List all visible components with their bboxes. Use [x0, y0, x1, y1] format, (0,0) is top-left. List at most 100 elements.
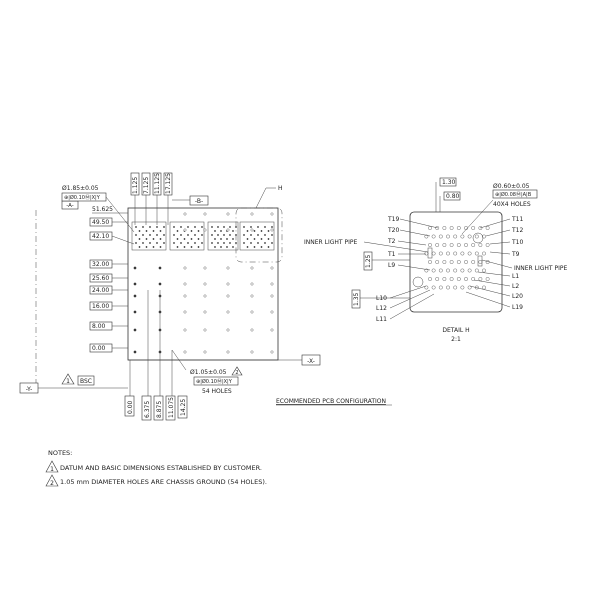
top-hole-fcf: ⊕|Ø0.10Ⓜ|X|Y	[64, 194, 101, 201]
pin	[264, 242, 266, 244]
detail-pin	[438, 285, 443, 290]
chassis-hole	[226, 266, 230, 270]
pin	[149, 242, 151, 244]
chassis-hole	[226, 328, 230, 332]
pin	[152, 238, 155, 240]
note-flag-2: 2	[235, 370, 238, 376]
left-lower-dimensions: 32.00 25.60 24.00 16.00 8.00 0.00	[89, 259, 128, 353]
label-t20: T20	[387, 227, 399, 234]
left-dim-4950: 49.50	[92, 219, 109, 226]
pin	[229, 226, 231, 228]
datum-b-box	[189, 195, 209, 206]
pin	[250, 226, 252, 228]
pin	[264, 234, 266, 236]
pin	[214, 230, 216, 232]
note-flag-2-triangle	[231, 366, 243, 376]
pin	[194, 234, 196, 236]
pin	[145, 230, 148, 232]
detail-pin	[446, 251, 450, 256]
pin	[217, 226, 219, 228]
pin	[211, 234, 213, 236]
pin	[173, 234, 175, 236]
detail-pin	[474, 234, 479, 239]
detail-pin	[442, 226, 447, 230]
pin	[229, 242, 231, 244]
connector-footprint-4	[239, 221, 275, 251]
detail-pin	[460, 234, 465, 239]
left-dim-000: 0.00	[92, 345, 106, 352]
detail-pin	[442, 277, 447, 281]
detail-pin	[442, 243, 447, 247]
detail-pin	[449, 243, 454, 247]
chassis-hole	[203, 310, 207, 314]
pin	[226, 238, 228, 240]
pin	[229, 234, 231, 236]
label-l19: L19	[512, 304, 523, 311]
chassis-hole	[270, 212, 274, 216]
chassis-hole	[158, 266, 162, 270]
top-hole-leader	[105, 196, 135, 233]
label-l10: L10	[376, 295, 387, 302]
chassis-hole	[133, 294, 137, 298]
detail-pin	[471, 243, 476, 247]
label-t10: T10	[511, 239, 523, 246]
pin	[190, 238, 193, 240]
chassis-hole	[270, 310, 274, 314]
detail-pin	[453, 251, 458, 256]
left-dim-2560: 25.60	[92, 275, 109, 282]
pin	[159, 230, 162, 232]
label-l1: L1	[512, 273, 519, 280]
bottom-dimensions: 0.00 6.375 8.875 11.075 14.25	[124, 290, 188, 421]
detail-pin	[485, 277, 490, 281]
pin	[253, 230, 256, 232]
chassis-hole	[250, 294, 254, 298]
pin	[253, 238, 256, 240]
detail-pin-array	[424, 226, 490, 290]
pin	[257, 226, 259, 228]
detail-pin	[438, 251, 443, 256]
chassis-hole	[133, 328, 137, 332]
detail-light-pipe-hole	[412, 276, 424, 288]
left-dim-1600: 16.00	[92, 303, 109, 310]
pin	[194, 226, 196, 228]
detail-h-reference: H	[278, 185, 283, 192]
note-1-triangle	[45, 460, 59, 473]
pin	[267, 230, 270, 232]
pin	[267, 246, 270, 248]
pcb-caption: ECOMMENDED PCB CONFIGURATION	[276, 398, 386, 405]
bsc-box	[77, 375, 95, 386]
pin	[145, 238, 148, 240]
chassis-hole	[250, 328, 254, 332]
label-t2: T2	[387, 238, 396, 245]
pin	[223, 242, 225, 244]
pin	[243, 234, 245, 236]
pin	[163, 242, 165, 244]
label-t19: T19	[387, 216, 399, 223]
pin	[226, 246, 228, 248]
pin	[246, 230, 249, 232]
chassis-hole	[203, 328, 207, 332]
top-dim-1: 1.125	[132, 177, 139, 194]
chassis-hole	[203, 212, 207, 216]
detail-pin	[438, 234, 443, 239]
pin	[257, 242, 259, 244]
pin	[271, 242, 273, 244]
detail-pin	[453, 268, 458, 273]
pin	[250, 234, 252, 236]
chassis-hole	[183, 282, 187, 286]
chassis-hole	[158, 282, 162, 286]
pin	[197, 246, 200, 248]
detail-pin	[435, 260, 440, 264]
pin	[220, 230, 222, 232]
pin	[260, 238, 263, 240]
chassis-hole	[133, 350, 137, 354]
detail-pin	[435, 277, 440, 281]
pin	[187, 226, 189, 228]
label-l12: L12	[376, 305, 387, 312]
chassis-hole	[226, 212, 230, 216]
detail-pin	[449, 260, 454, 264]
chassis-hole	[183, 212, 187, 216]
label-l11: L11	[376, 316, 387, 323]
pin	[232, 238, 234, 240]
chassis-hole	[270, 266, 274, 270]
